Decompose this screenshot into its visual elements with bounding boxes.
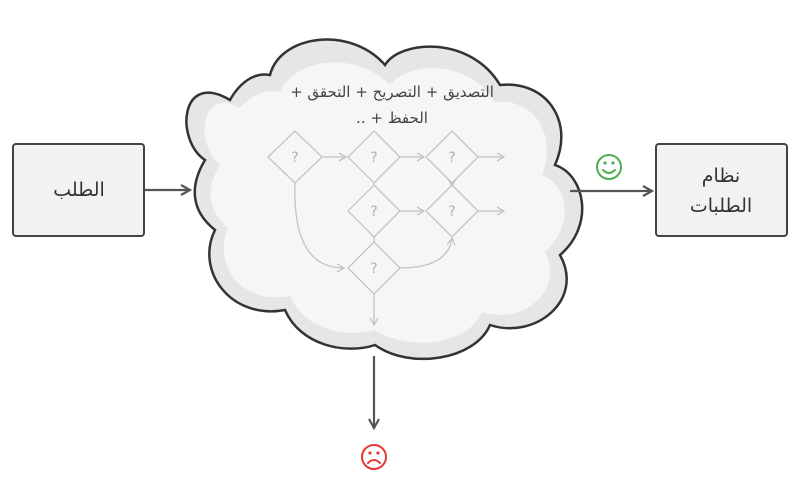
decision-label: ? [291,150,298,166]
decision-node [347,130,401,184]
decision-label: ? [370,150,377,166]
orders-system-label-line-1: نظام [702,165,740,187]
decision-label: ? [448,204,455,220]
decision-node [425,130,479,184]
flow-connector [294,182,346,273]
smiley-happy-icon [596,154,622,180]
decision-node [347,241,401,295]
request-box: الطلب [12,143,145,237]
orders-system-box-frame [655,143,788,237]
orders-system-box: نظام الطلبات [655,143,788,237]
cloud-line-2: الحفظ + .. [356,109,428,127]
orders-system-label-line-2: الطلبات [690,195,752,217]
smiley-sad-icon [361,444,387,470]
request-box-label: الطلب [53,179,105,201]
decision-node [267,130,323,184]
decision-label: ? [370,204,377,220]
flow-connector [399,236,456,269]
decision-label: ? [448,150,455,166]
decision-node [347,184,401,238]
decision-label: ? [370,261,377,277]
request-box-frame [12,143,145,237]
decision-flow: ? ? ? ? ? ? [267,130,506,327]
cloud-line-1: التصديق + التصريح + التحقق + [290,83,494,101]
decision-node [425,184,479,238]
